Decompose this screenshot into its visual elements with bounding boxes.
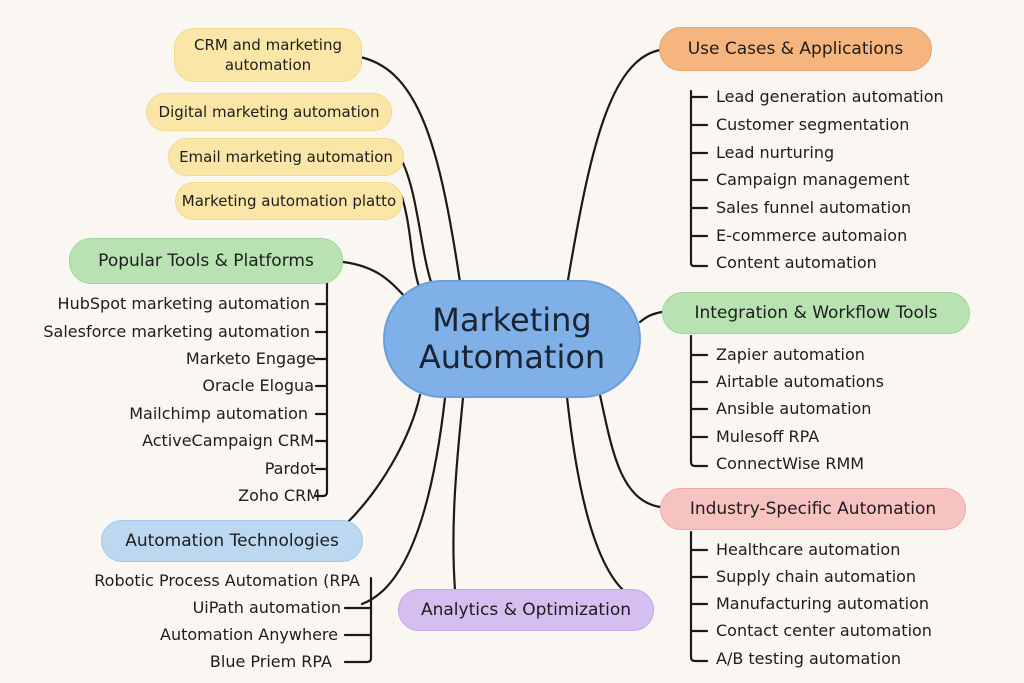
technology-item: Automation Anywhere <box>160 625 338 644</box>
use-case-item: Sales funnel automation <box>716 198 912 217</box>
use-case-item: Lead nurturing <box>716 143 835 162</box>
bracket-technologies <box>343 576 373 664</box>
link-platform <box>400 195 422 292</box>
use-case-item: E-commerce automaion <box>716 226 908 245</box>
integration-title: Integration & Workflow Tools <box>662 292 970 334</box>
link-industry <box>598 393 662 509</box>
tool-item: Pardot <box>264 459 316 478</box>
integration-item: Mulesoff RPA <box>716 427 820 446</box>
digital-marketing-pill: Digital marketing automation <box>146 93 392 131</box>
crm-pill: CRM and marketing automation <box>174 28 362 82</box>
industry-item: Healthcare automation <box>716 540 901 559</box>
tool-item: Mailchimp automation <box>129 404 308 423</box>
integration-item: Ansible automation <box>716 399 872 418</box>
link-tech-items <box>360 396 447 606</box>
central-topic: Marketing Automation <box>383 280 641 398</box>
tool-item: HubSpot marketing automation <box>57 294 310 313</box>
link-integration <box>638 310 664 324</box>
analytics-title: Analytics & Optimization <box>398 589 654 631</box>
technology-item: UiPath automation <box>192 598 341 617</box>
link-analytics-left <box>452 396 465 592</box>
tool-item: Salesforce marketing automation <box>43 322 310 341</box>
link-analytics <box>565 395 627 594</box>
integration-item: Zapier automation <box>716 345 865 364</box>
link-popular <box>341 260 407 299</box>
popular-tools-title: Popular Tools & Platforms <box>69 238 343 284</box>
use-case-item: Campaign management <box>716 170 910 189</box>
bracket-use-cases <box>689 89 709 268</box>
tool-item: Oracle Elogua <box>202 376 314 395</box>
use-case-item: Content automation <box>716 253 877 272</box>
industry-item: Supply chain automation <box>716 567 917 586</box>
bracket-integration <box>689 334 709 468</box>
industry-item: A/B testing automation <box>716 649 901 668</box>
bracket-industry <box>689 530 709 663</box>
center-line-1: Marketing <box>432 301 592 340</box>
link-email <box>398 155 434 287</box>
use-cases-title: Use Cases & Applications <box>659 27 932 71</box>
technologies-title: Automation Technologies <box>101 520 363 562</box>
email-marketing-pill: Email marketing automation <box>168 138 404 176</box>
industry-title: Industry-Specific Automation <box>660 488 966 530</box>
industry-item: Manufacturing automation <box>716 594 929 613</box>
bracket-popular <box>314 280 329 498</box>
technology-item: Blue Priem RPA <box>209 652 332 671</box>
tool-item: Zoho CRM <box>238 486 320 505</box>
technology-item: Robotic Process Automation (RPA <box>94 571 360 590</box>
use-case-item: Lead generation automation <box>716 87 944 106</box>
integration-item: Airtable automations <box>716 372 884 391</box>
tool-item: ActiveCampaign CRM <box>142 431 314 450</box>
integration-item: ConnectWise RMM <box>716 454 865 473</box>
tool-item: Marketo Engage <box>185 349 316 368</box>
link-technologies <box>345 393 422 525</box>
link-use-cases <box>566 48 662 282</box>
link-crm <box>358 55 462 284</box>
use-case-item: Customer segmentation <box>716 115 910 134</box>
industry-item: Contact center automation <box>716 621 932 640</box>
platform-pill: Marketing automation platto <box>175 182 403 220</box>
center-line-2: Automation <box>418 338 606 376</box>
